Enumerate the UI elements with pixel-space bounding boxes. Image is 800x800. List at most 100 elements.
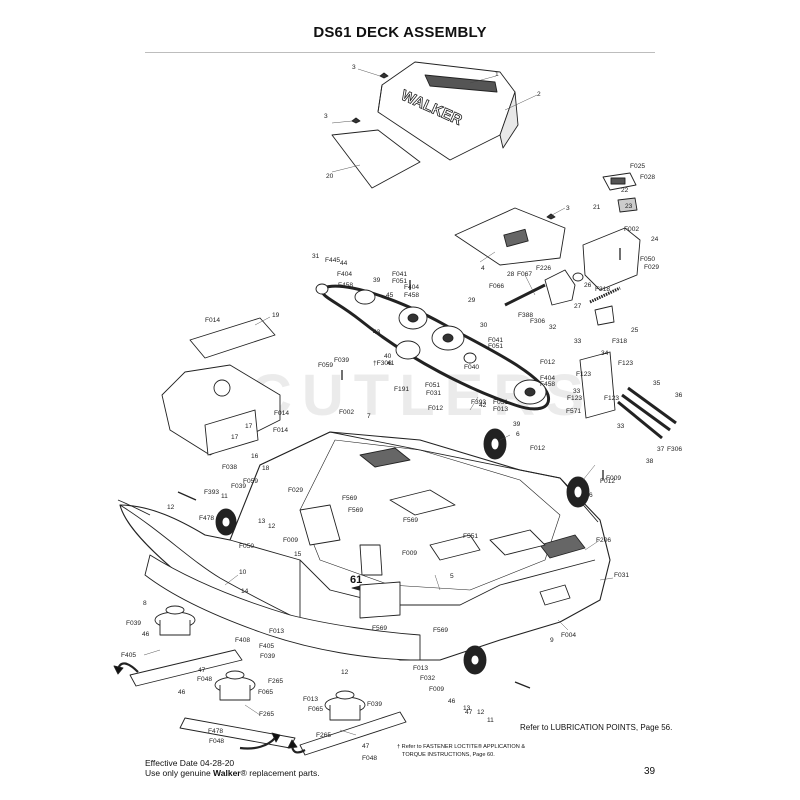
callout-label: 46 [448, 698, 456, 705]
callout-label: F458 [338, 282, 353, 289]
callout-label: F051 [488, 343, 503, 350]
callout-label: F123 [567, 395, 582, 402]
callout-label: 25 [631, 327, 639, 334]
callout-label: 12 [477, 709, 485, 716]
genuine-parts-notice: Use only genuine Walker® replacement par… [145, 768, 320, 778]
callout-label: F404 [337, 271, 352, 278]
callout-label: F039 [367, 701, 382, 708]
callout-label: 41 [387, 360, 395, 367]
callout-label: F051 [493, 399, 508, 406]
callout-label: F265 [268, 678, 283, 685]
page-title: DS61 DECK ASSEMBLY [313, 24, 487, 41]
callout-label: F123 [618, 360, 633, 367]
callout-label: 33 [573, 388, 581, 395]
callout-label: F191 [394, 386, 409, 393]
callout-label: F051 [425, 382, 440, 389]
callout-label: F012 [428, 405, 443, 412]
callout-label: 30 [480, 322, 488, 329]
callout-label: 5 [450, 573, 454, 580]
callout-label: 27 [574, 303, 582, 310]
callout-label: F048 [197, 676, 212, 683]
callout-label: F067 [517, 271, 532, 278]
callout-label: F029 [644, 264, 659, 271]
callout-label: F571 [566, 408, 581, 415]
callout-label: 10 [239, 569, 247, 576]
callout-label: F009 [283, 537, 298, 544]
title-rule [145, 52, 655, 53]
callout-label: 8 [143, 600, 147, 607]
callout-label: F031 [614, 572, 629, 579]
callout-label: 22 [621, 187, 629, 194]
callout-label: 16 [251, 453, 259, 460]
callout-label: F569 [403, 517, 418, 524]
callout-label: 39 [373, 277, 381, 284]
callout-label: F551 [463, 533, 478, 540]
callout-label: F014 [273, 427, 288, 434]
callout-label: F002 [339, 409, 354, 416]
callout-label: F405 [259, 643, 274, 650]
callout-label: F039 [126, 620, 141, 627]
callout-label: 17 [231, 434, 239, 441]
callout-label: F123 [576, 371, 591, 378]
genuine-parts-prefix: Use only genuine [145, 768, 214, 778]
callout-label: F029 [288, 487, 303, 494]
callout-label: F012 [540, 359, 555, 366]
callout-label: 38 [646, 458, 654, 465]
callout-label: 13 [463, 705, 471, 712]
callout-label: 33 [574, 338, 582, 345]
callout-label: F065 [308, 706, 323, 713]
callout-label: 6 [516, 431, 520, 438]
callout-label: F013 [303, 696, 318, 703]
callout-label: 28 [507, 271, 515, 278]
callout-label: 34 [601, 350, 609, 357]
page-number: 39 [644, 766, 656, 777]
blade-spindle-center [179, 670, 296, 749]
callout-label: F405 [121, 652, 136, 659]
callout-label: F002 [624, 226, 639, 233]
callout-label: F458 [404, 292, 419, 299]
callout-label: 4 [481, 265, 485, 272]
fastener-note-line-2: TORQUE INSTRUCTIONS, Page 60. [402, 752, 495, 758]
callout-label: 13 [258, 518, 266, 525]
callout-label: 9 [550, 637, 554, 644]
fastener-note-line-1: † Refer to FASTENER LOCTITE® APPLICATION… [397, 744, 526, 750]
callout-label: 31 [312, 253, 320, 260]
callout-label: F123 [604, 395, 619, 402]
callout-label: F014 [205, 317, 220, 324]
effective-date: Effective Date 04-28-20 [145, 758, 235, 768]
callout-label: 42 [479, 402, 487, 409]
callout-label: F065 [258, 689, 273, 696]
callout-label: F013 [269, 628, 284, 635]
fastener-note: † Refer to FASTENER LOCTITE® APPLICATION… [397, 743, 567, 759]
callout-label: F478 [208, 728, 223, 735]
callout-label: F569 [372, 625, 387, 632]
callout-label: 2 [537, 91, 541, 98]
callout-label: 32 [549, 324, 557, 331]
callout-label: F038 [222, 464, 237, 471]
callout-label: F404 [404, 284, 419, 291]
callout-label: 19 [272, 312, 280, 319]
callout-label: 12 [167, 504, 175, 511]
callout-label: F012 [530, 445, 545, 452]
callout-label: F009 [606, 475, 621, 482]
callout-label: F031 [426, 390, 441, 397]
callout-label: 18 [262, 465, 270, 472]
callout-label: 29 [468, 297, 476, 304]
genuine-parts-suffix: ® replacement parts. [240, 768, 320, 778]
callout-label: 47 [465, 709, 473, 716]
hood-cover [377, 61, 519, 161]
callout-label: 1 [495, 71, 499, 78]
callout-label: 6 [589, 492, 593, 499]
callout-label: F226 [536, 265, 551, 272]
callout-label: 17 [245, 423, 253, 430]
callout-label: F012 [600, 478, 615, 485]
callout-label: 43 [373, 329, 381, 336]
callout-label: 46 [142, 631, 150, 638]
wheel-6-right-lower [566, 476, 590, 508]
callout-label: F393 [204, 489, 219, 496]
callout-label: 45 [386, 292, 394, 299]
deck-marking-text: 61 [350, 574, 362, 586]
callout-label: 39 [513, 421, 521, 428]
callout-label: 20 [326, 173, 334, 180]
